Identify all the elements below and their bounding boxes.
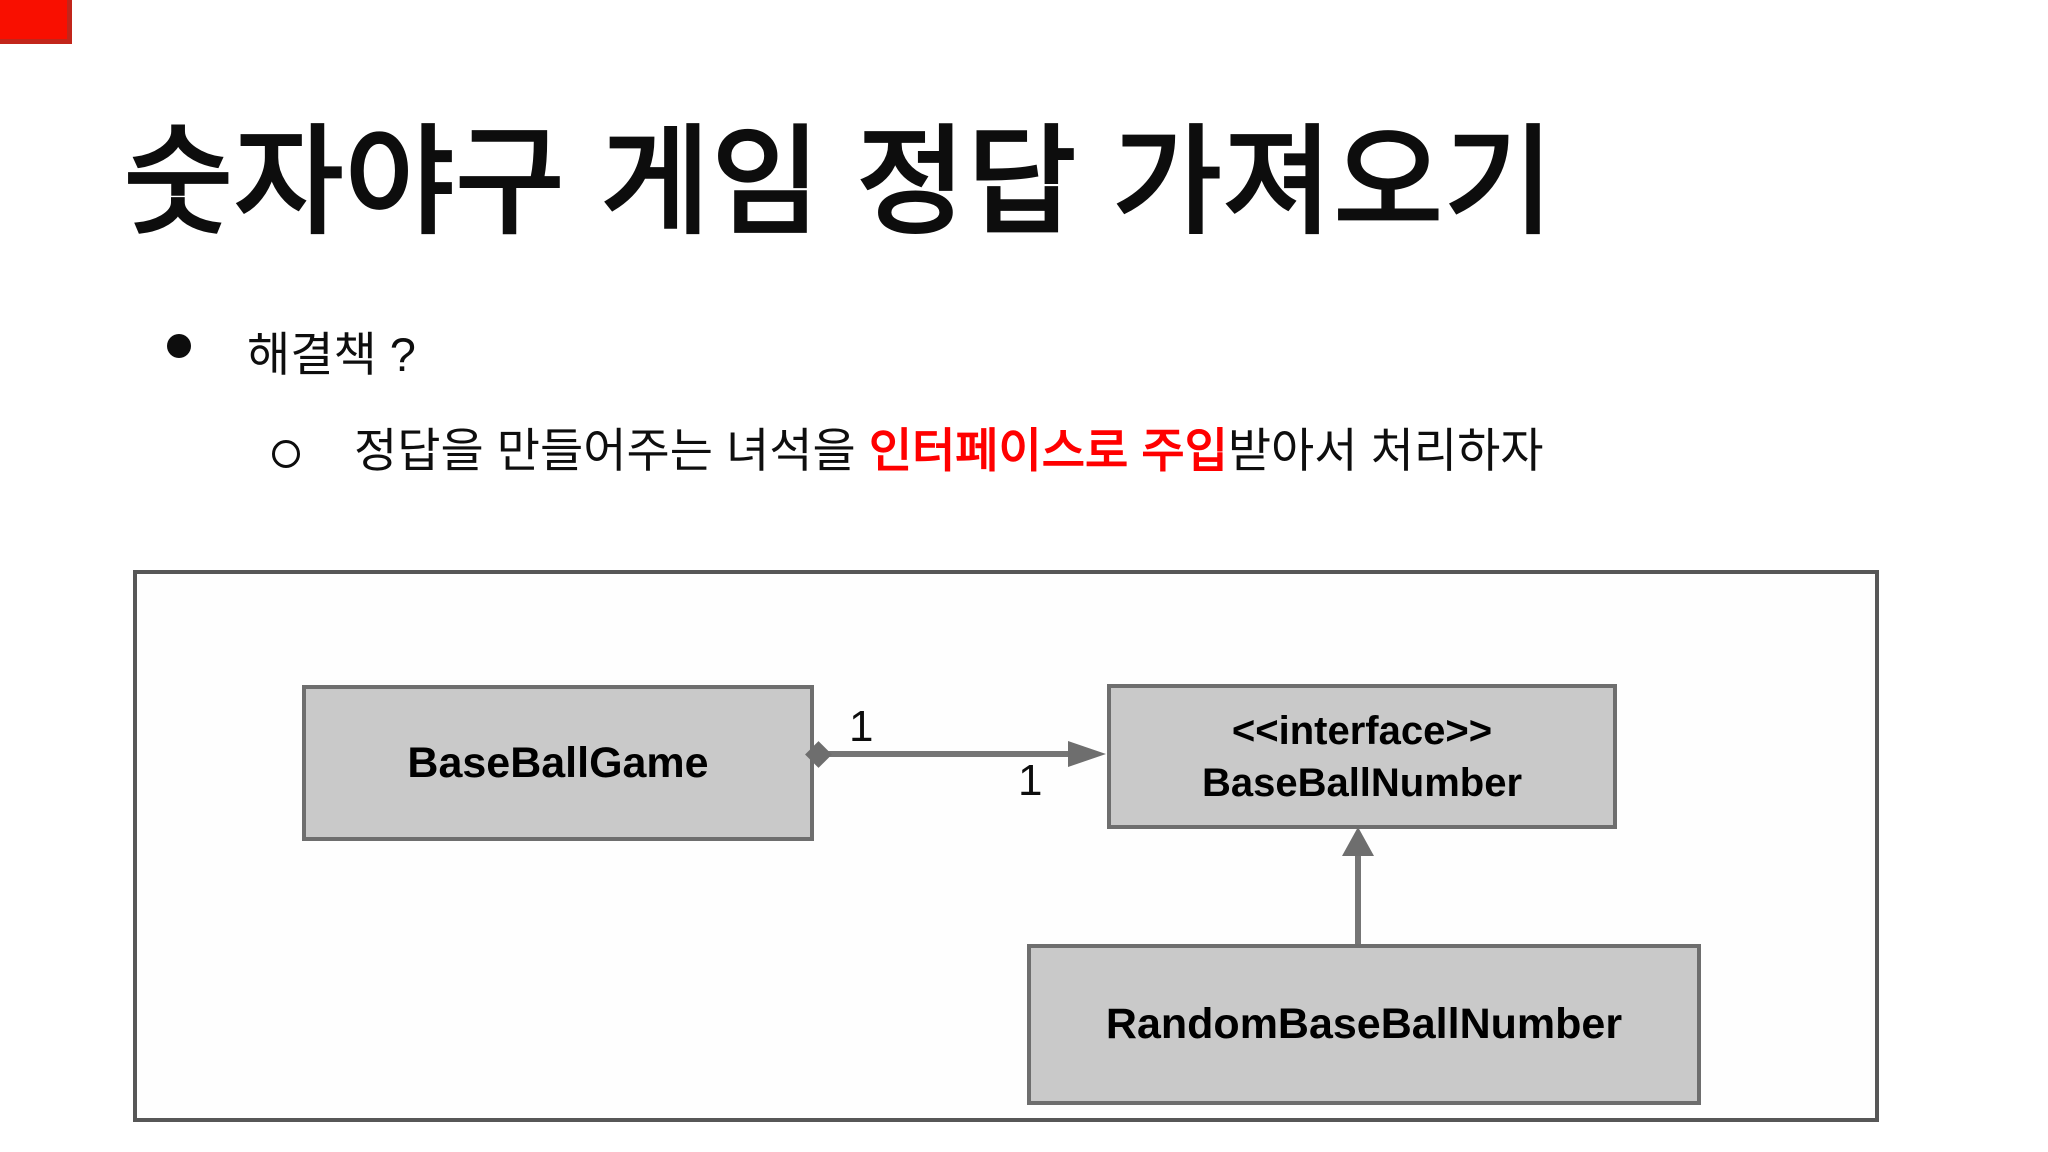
bullet-dot-icon bbox=[167, 334, 191, 358]
bullet-level2-suffix: 받아서 처리하자 bbox=[1227, 424, 1544, 477]
slide-title: 숫자야구 게임 정답 가져오기 bbox=[124, 117, 1556, 249]
bullet-level2-prefix: 정답을 만들어주는 녀석을 bbox=[354, 424, 869, 477]
arrowhead-right-icon bbox=[1068, 741, 1106, 767]
bullet-level2-label: 정답을 만들어주는 녀석을 인터페이스로 주입받아서 처리하자 bbox=[354, 412, 1544, 481]
arrowhead-up-icon bbox=[1342, 827, 1374, 856]
realization-edge-line bbox=[1355, 853, 1361, 944]
bullet-circle-icon bbox=[272, 440, 300, 468]
uml-interface-baseballnumber-label: BaseBallNumber bbox=[1201, 760, 1523, 805]
composition-edge-line bbox=[814, 751, 1070, 757]
bullet-level2-highlight: 인터페이스로 주입 bbox=[868, 424, 1228, 477]
uml-class-randombaseballnumber-label: RandomBaseBallNumber bbox=[1105, 1000, 1623, 1048]
bullet-level1-label: 해결책 ? bbox=[247, 328, 416, 381]
uml-interface-stereotype: <<interface>> bbox=[1231, 708, 1493, 753]
uml-class-randombaseballnumber: RandomBaseBallNumber bbox=[1027, 944, 1701, 1105]
uml-interface-baseballnumber: <<interface>> BaseBallNumber bbox=[1107, 684, 1617, 829]
red-corner-mark bbox=[0, 0, 72, 44]
uml-class-baseballgame-label: BaseBallGame bbox=[407, 738, 709, 787]
multiplicity-source-label: 1 bbox=[849, 702, 874, 751]
multiplicity-target-label: 1 bbox=[1018, 756, 1043, 805]
uml-class-baseballgame: BaseBallGame bbox=[302, 685, 814, 841]
